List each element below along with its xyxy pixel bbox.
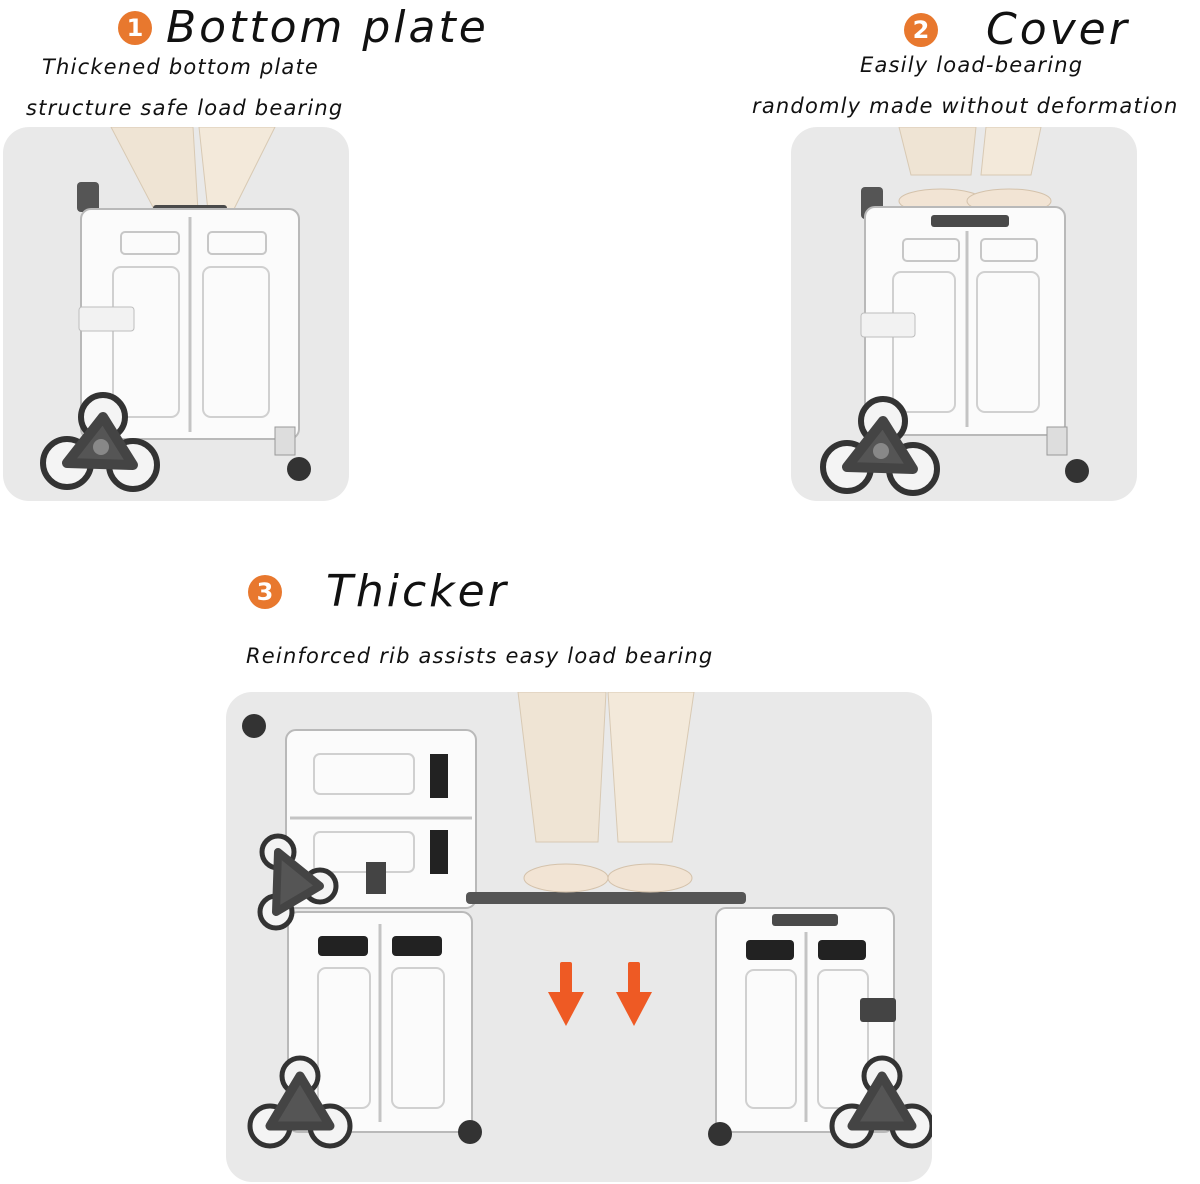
section-2-number-badge: 2 bbox=[904, 12, 938, 47]
cart-photo-3 bbox=[226, 692, 932, 1182]
cart-photo-2 bbox=[791, 127, 1137, 501]
section-3-number-badge: 3 bbox=[248, 574, 282, 609]
section-3-heading: 3 Thicker bbox=[248, 566, 509, 617]
section-3-title: Thicker bbox=[326, 566, 509, 617]
section-1-title: Bottom plate bbox=[166, 2, 489, 53]
section-1-caption-line-1: Thickened bottom plate bbox=[42, 55, 320, 79]
cart-photo-1 bbox=[3, 127, 349, 501]
section-2-caption-line-1: Easily load-bearing bbox=[860, 53, 1084, 77]
section-2-title: Cover bbox=[986, 4, 1130, 55]
section-3-caption-line-1: Reinforced rib assists easy load bearing bbox=[246, 644, 714, 668]
section-1-number-badge: 1 bbox=[118, 10, 152, 45]
section-2-heading: 2 Cover bbox=[904, 4, 1130, 55]
section-1-caption-line-2: structure safe load bearing bbox=[26, 96, 344, 120]
section-2-caption-line-2: randomly made without deformation bbox=[752, 94, 1179, 118]
section-1-heading: 1 Bottom plate bbox=[118, 2, 489, 53]
